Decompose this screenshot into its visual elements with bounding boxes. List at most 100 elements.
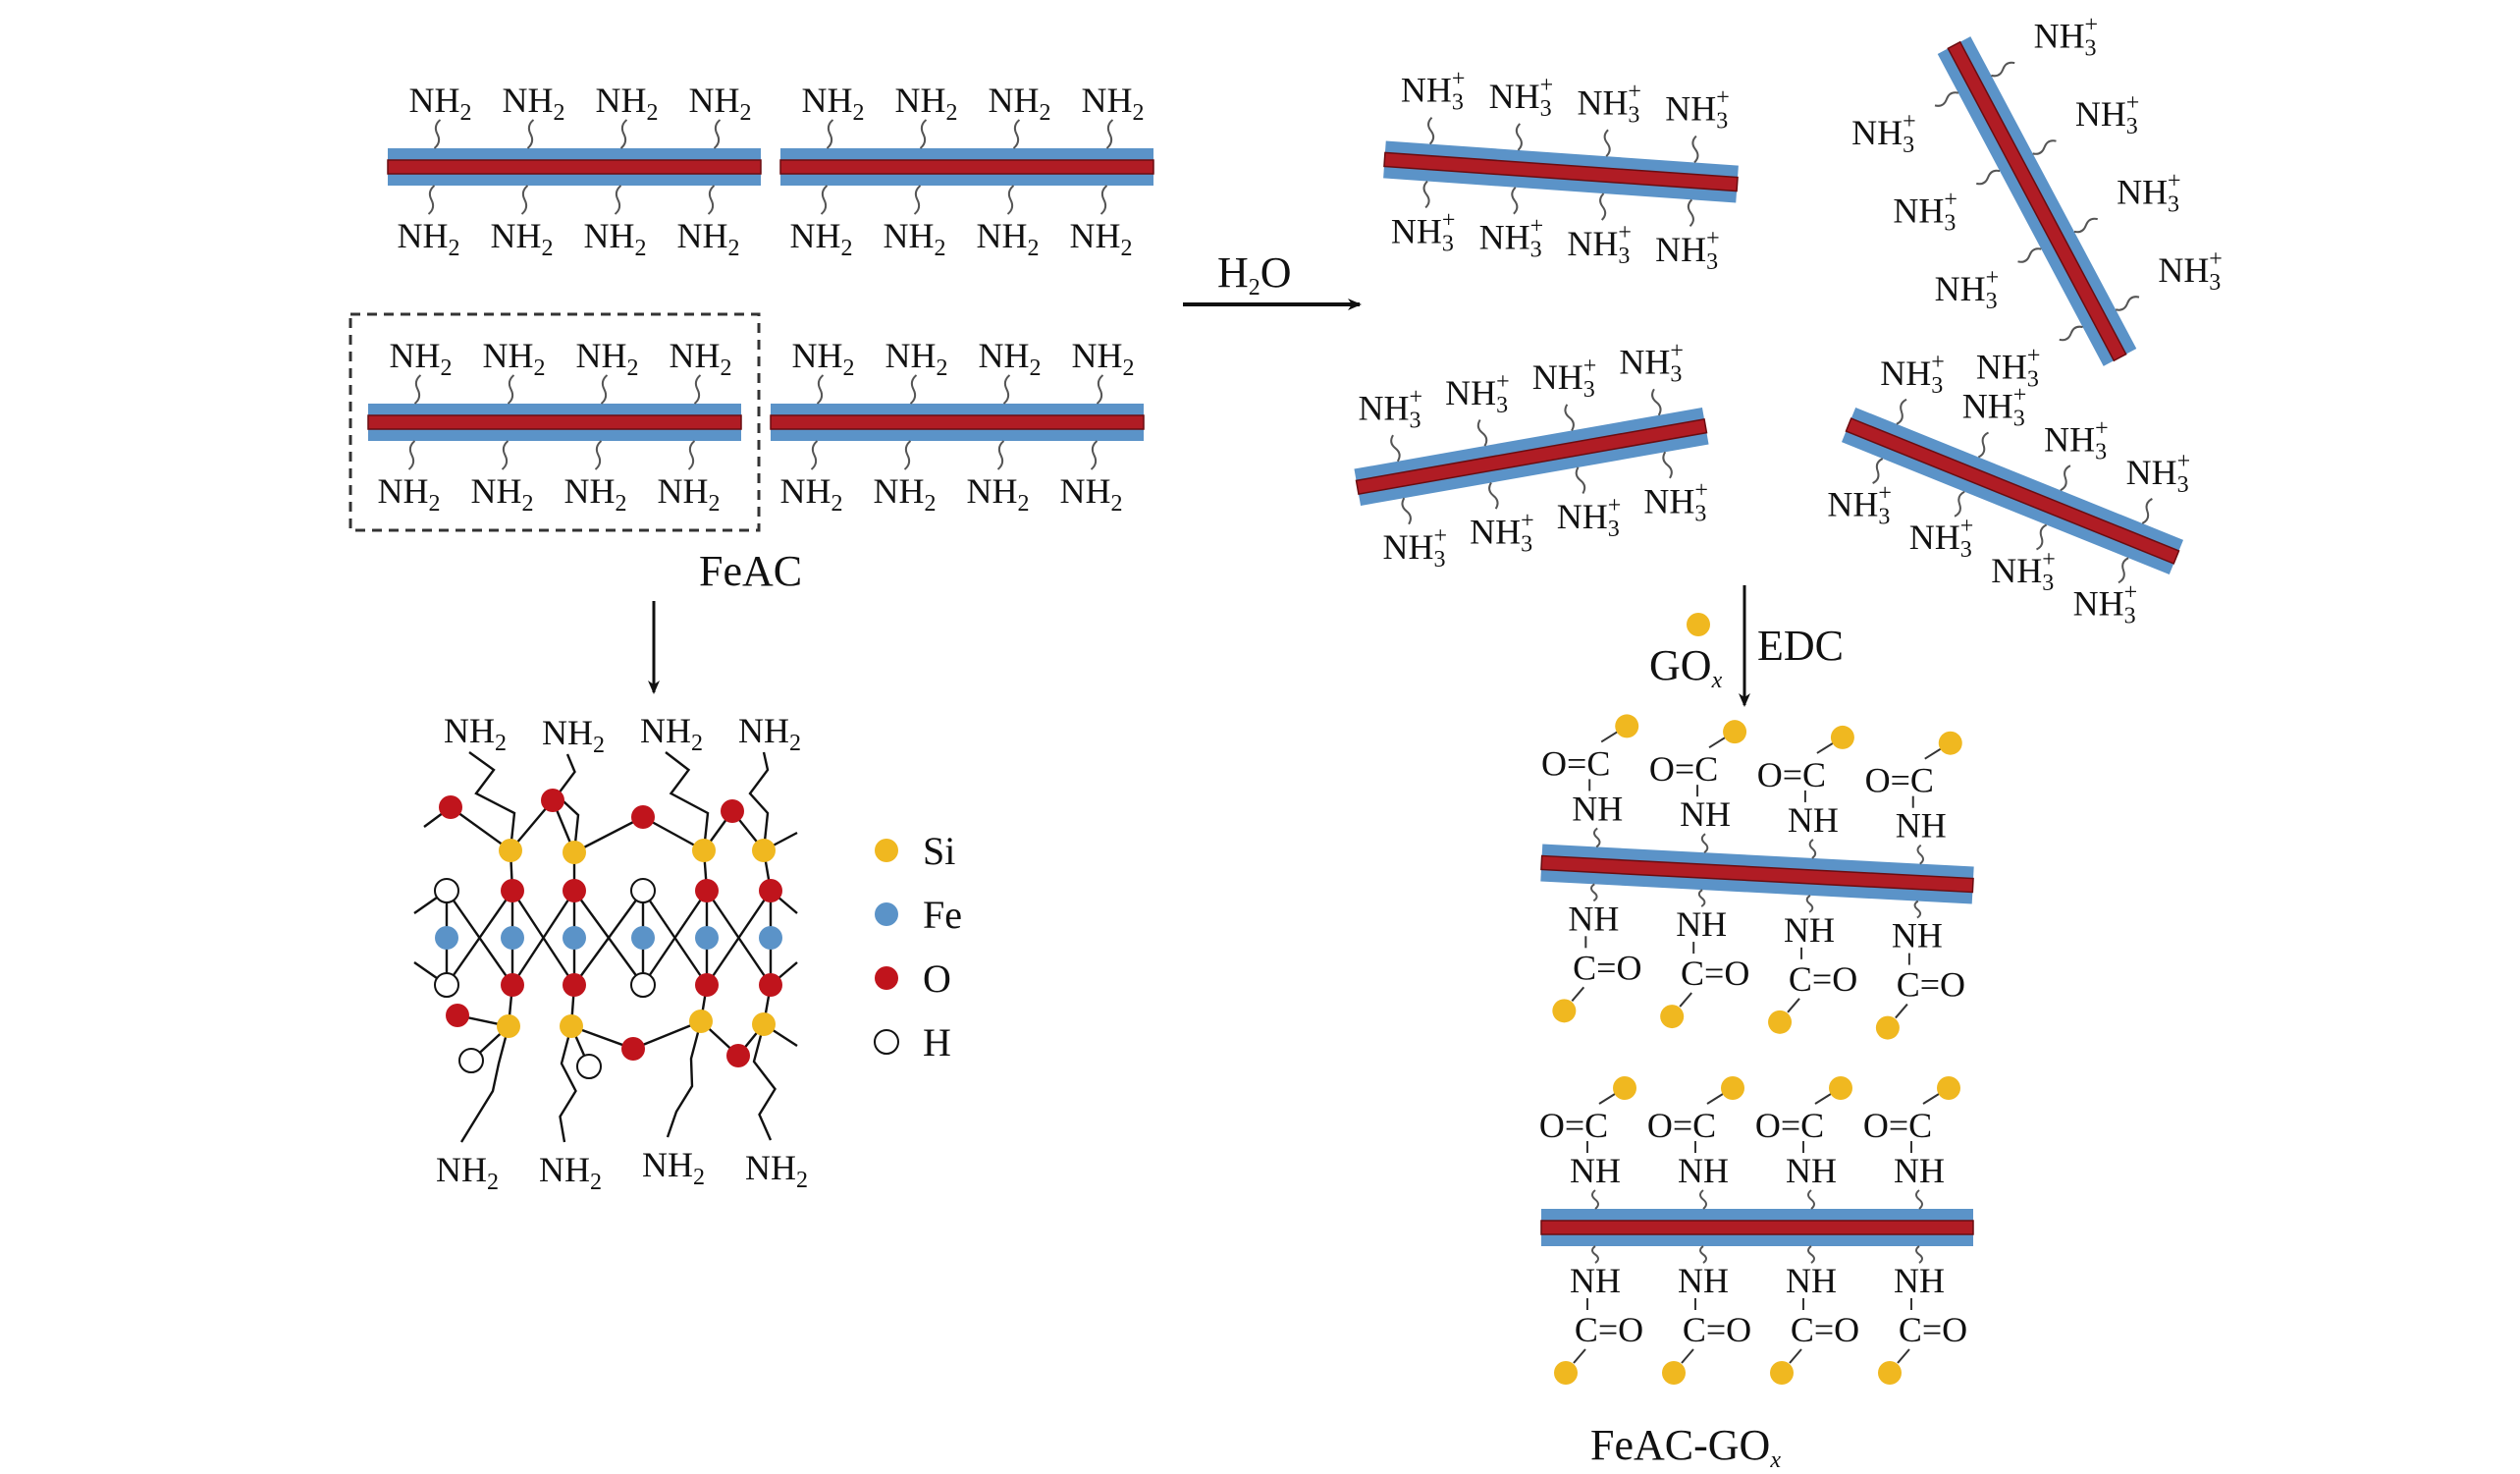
nh3-plus-group: NH3+ [2073,580,2138,629]
nh2-group: NH2 [884,216,946,261]
nh3-plus-group: NH3+ [1893,188,1957,237]
linker-chain [1805,895,1814,913]
functional-group-text: NH2 [989,81,1051,126]
nh2-group: NH2 [378,471,441,517]
functional-group-text: NH2 [491,216,554,261]
functional-group-text: NH2 [745,1148,808,1193]
si-atom [752,839,776,862]
protonated-nanorod [1383,140,1739,203]
feac-nanorod [779,148,1154,186]
nh2-group: NH2 [989,81,1051,126]
nh3-plus-group: NH3+ [1909,514,1974,563]
functional-group-text: NH3+ [1391,207,1456,256]
o-atom [721,799,744,823]
linker-chain [413,374,422,405]
functional-group-text: NH3+ [2117,168,2181,217]
nh2-group: NH2 [1072,336,1135,381]
functional-group-text: NH2 [409,81,472,126]
o-atom [563,973,586,997]
linker-chain [996,440,1005,470]
rod-core [1947,40,2127,362]
nh3-plus-group: NH3+ [1577,79,1641,128]
o-atom [501,973,524,997]
nh3-plus-group: NH3+ [2034,13,2099,62]
legend-label-o: O [923,956,951,1001]
bond [642,890,708,986]
nh2-group: NH2 [564,471,627,517]
carbonyl-label: O=C [1863,1106,1932,1145]
functional-group-text: NH2 [1070,216,1133,261]
bond [706,890,772,986]
functional-group-text: NH3+ [1935,265,2000,314]
nh2-group: NH2 [642,1145,705,1190]
bond [1573,1348,1586,1364]
functional-group-text: NH3+ [1655,226,1720,275]
fe-atom [695,926,719,950]
aminopropyl-chain [665,751,710,851]
o-atom [501,879,524,902]
o-atom [439,795,462,819]
nh3-plus-group: NH3+ [1391,207,1456,256]
functional-group-text: NH2 [576,336,639,381]
functional-group-text: NH3+ [1909,514,1974,563]
nh3-plus-group: NH3+ [2044,415,2109,464]
legend-swatch-fe [875,902,898,926]
protonated-panel: NH3+NH3+NH3+NH3+NH3+NH3+NH3+NH3+NH3+NH3+… [1354,13,2223,629]
functional-group-text: NH2 [790,216,853,261]
linker-chain [2017,247,2042,263]
aminopropyl-chain [559,1025,577,1143]
nh3-plus-group: NH3+ [1489,73,1554,122]
highlight-box [349,312,761,532]
linker-chain [816,374,825,405]
gox-enzyme-dot [1613,1076,1636,1100]
legend-swatch-o [875,966,898,990]
linker-chain [1699,1189,1707,1210]
linker-chain [2115,296,2140,311]
bond [510,890,576,986]
functional-group-text: NH2 [584,216,647,261]
nh2-group: NH2 [409,81,472,126]
linker-chain [600,374,609,405]
carbonyl-label: O=C [1865,761,1934,800]
bond [450,806,511,851]
linker-chain [1105,119,1114,149]
nh3-plus-group: NH3+ [1665,85,1730,135]
nh2-group: NH2 [885,336,948,381]
linker-chain [1476,418,1488,447]
amide-nh-label: NH [1894,1261,1945,1300]
nh2-group: NH2 [780,471,843,517]
functional-group-text: NH2 [780,471,843,517]
functional-group-text: NH2 [1072,336,1135,381]
nh2-group: NH2 [677,216,740,261]
linker-chain [1401,497,1412,525]
o-atom [541,789,564,812]
functional-group-text: NH2 [503,81,565,126]
linker-chain [707,185,716,215]
functional-group-text: NH2 [378,471,441,517]
functional-group-text: NH3+ [2034,13,2099,62]
nh3-plus-group: NH3+ [1976,343,2041,392]
h-atom [434,878,459,903]
linker-chain [919,119,928,149]
gox-reagent-dot [1687,613,1710,636]
nh3-plus-group: NH3+ [1827,480,1892,529]
linker-chain [1515,123,1523,151]
gox-enzyme-dot [1878,1361,1902,1385]
carbonyl-label: O=C [1755,1106,1824,1145]
feac-caption: FeAC [699,547,802,595]
functional-group-text: NH2 [670,336,732,381]
linker-chain [1807,1245,1815,1264]
o-atom [695,879,719,902]
functional-group-text: NH2 [658,471,721,517]
nh3-plus-group: NH3+ [1470,509,1534,558]
functional-group-text: NH3+ [1893,188,1957,237]
nh2-group: NH2 [640,711,703,756]
si-atom [692,839,716,862]
nh2-group: NH2 [895,81,958,126]
amide-nh-label: NH [1892,916,1943,955]
linker-chain [1687,198,1694,228]
functional-group-text: NH3+ [1827,480,1892,529]
